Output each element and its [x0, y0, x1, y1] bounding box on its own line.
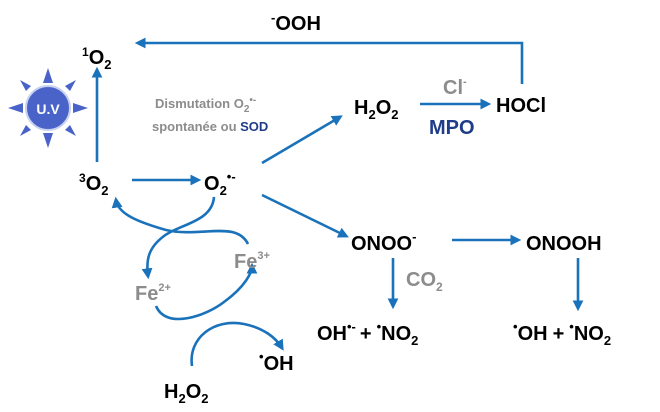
ferrous-iron: Fe2+	[135, 282, 171, 305]
hydroxyl-radical: •OH	[259, 349, 294, 375]
products-left: OH•-+•NO2	[317, 319, 418, 348]
hydrogen-peroxide-bottom: H2O2	[164, 381, 208, 406]
arrow-fe2-curve-to-fe3	[154, 262, 258, 321]
arrow-superoxide-to-h2o2	[261, 115, 343, 165]
peroxynitrous-acid: ONOOH	[526, 233, 602, 255]
superoxide: O2•-	[204, 169, 236, 198]
chloride-label: Cl-	[443, 76, 467, 99]
uv-label: U.V	[36, 101, 60, 117]
arrow-superoxide-curve-to-fe2	[141, 196, 216, 280]
ferric-iron: Fe3+	[234, 250, 270, 273]
arrow-fe3-curve-to-3o2	[111, 196, 250, 245]
sun-icon: U.V	[8, 68, 88, 148]
peroxynitrite: ONOO-	[351, 229, 416, 255]
arrow-hocl-to-1o2	[134, 37, 524, 84]
co2-label: CO2	[406, 269, 443, 294]
hydroperoxyl: -OOH	[271, 10, 321, 35]
sod-label: SOD	[240, 119, 268, 134]
singlet-oxygen: 1O2	[82, 45, 111, 72]
mpo-label: MPO	[429, 117, 475, 139]
dismutation-label: Dismutation O2•-	[155, 95, 256, 115]
dismutation-label-line2: spontanée ou SOD	[152, 119, 268, 134]
hydrogen-peroxide-top: H2O2	[354, 97, 398, 122]
arrow-h2o2-curve-to-oh	[190, 321, 284, 367]
products-right: •OH+•NO2	[513, 319, 611, 348]
arrow-superoxide-to-onoo	[261, 193, 349, 238]
triplet-oxygen: 3O2	[79, 171, 108, 198]
hypochlorous-acid: HOCl	[496, 95, 546, 117]
reaction-arrows	[91, 37, 584, 367]
